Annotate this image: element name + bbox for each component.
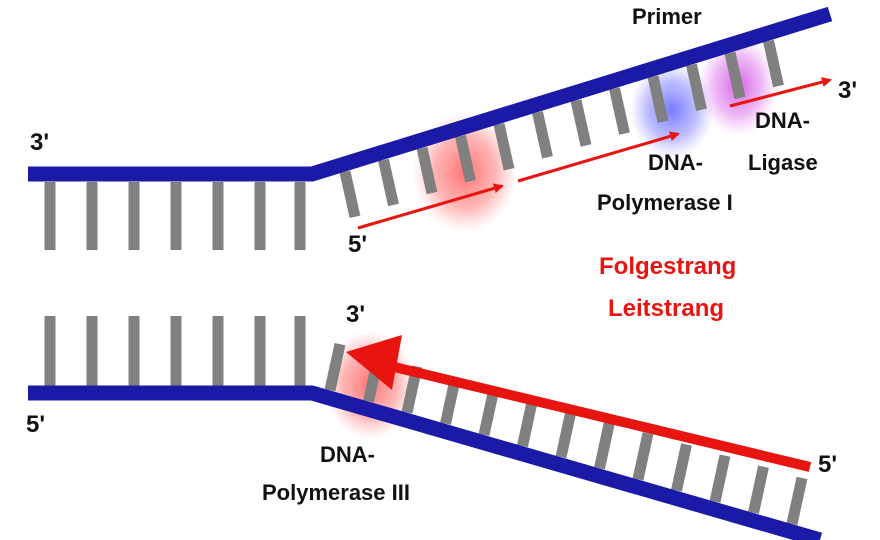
base-top-diag-8 xyxy=(647,75,669,123)
label-bottom-left-5prime: 5' xyxy=(26,411,45,438)
top-backbone xyxy=(28,6,833,182)
okazaki-fragment-3 xyxy=(729,77,832,108)
base-top-diag-6 xyxy=(570,99,592,147)
label-folgestrang: Folgestrang xyxy=(599,253,736,280)
base-bottom-diag-8 xyxy=(632,432,654,481)
label-polymerase-iii-line2: Polymerase III xyxy=(262,480,410,505)
leading-strand-line xyxy=(388,361,812,472)
okazaki-fragment-2 xyxy=(517,131,680,183)
base-top-diag-1 xyxy=(378,158,399,207)
label-bottom-mid-3prime: 3' xyxy=(346,301,365,328)
okazaki-fragment-1 xyxy=(357,183,504,230)
base-top-diag-4 xyxy=(493,123,515,171)
base-bottom-diag-7 xyxy=(594,421,615,470)
base-bottom-diag-9 xyxy=(671,443,692,492)
base-bottom-diag-6 xyxy=(555,409,577,459)
label-bottom-right-5prime: 5' xyxy=(818,451,837,478)
label-top-right-3prime: 3' xyxy=(838,77,857,104)
base-bottom-diag-12 xyxy=(786,476,808,526)
bottom-backbone xyxy=(28,385,823,540)
base-bottom-diag-10 xyxy=(709,454,731,503)
label-polymerase-iii-line1: DNA- xyxy=(320,442,375,467)
label-top-left-3prime: 3' xyxy=(30,129,49,156)
label-primer: Primer xyxy=(632,4,702,29)
base-top-diag-3 xyxy=(455,134,476,183)
label-top-strand-5prime: 5' xyxy=(348,231,367,258)
base-bottom-diag-5 xyxy=(517,398,538,448)
label-leitstrang: Leitstrang xyxy=(608,295,724,322)
leading-strand-arrowhead xyxy=(346,335,402,390)
label-polymerase-i-line2: Polymerase I xyxy=(597,190,733,215)
base-bottom-diag-4 xyxy=(478,387,500,436)
label-ligase-line1: DNA- xyxy=(755,108,810,133)
base-pairs xyxy=(44,39,808,526)
base-top-diag-10 xyxy=(724,51,746,100)
base-top-diag-2 xyxy=(416,146,438,195)
base-bottom-diag-11 xyxy=(748,465,769,514)
label-polymerase-i-line1: DNA- xyxy=(648,150,703,175)
base-top-diag-9 xyxy=(686,63,707,111)
base-top-diag-5 xyxy=(532,111,553,159)
label-ligase-line2: Ligase xyxy=(748,150,818,175)
base-top-diag-0 xyxy=(339,170,361,219)
base-top-diag-11 xyxy=(763,39,784,88)
base-bottom-diag-0 xyxy=(324,343,346,392)
base-top-diag-7 xyxy=(609,87,630,135)
